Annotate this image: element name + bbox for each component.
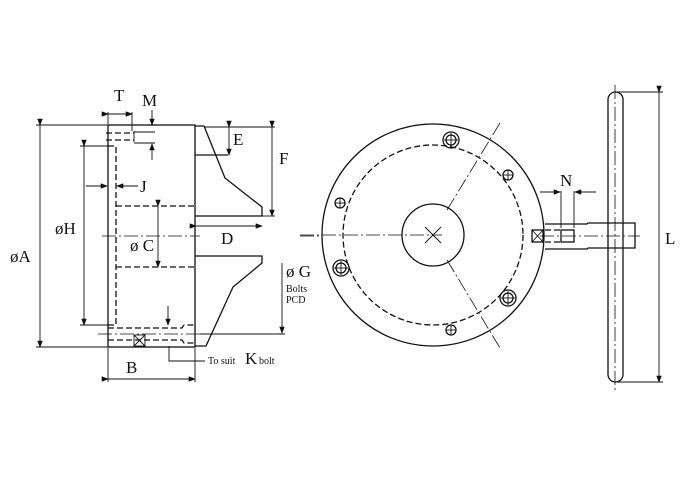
dim-label-C: ø C: [130, 236, 154, 255]
dim-label-L: L: [665, 229, 675, 248]
dim-label-K: K: [245, 349, 258, 368]
bolt-pcd-circle: [342, 144, 524, 326]
dim-label-G-bolts: Bolts: [286, 284, 307, 295]
dim-label-N: N: [560, 171, 572, 190]
dim-label-E: E: [233, 130, 243, 149]
bolt-holes: [332, 131, 517, 336]
input-shaft: [545, 222, 636, 250]
dim-label-D: D: [221, 229, 233, 248]
side-view: T M E F øH J øA ø C D ø G Bolts PCD To s…: [10, 86, 320, 382]
handwheel-rim: [607, 91, 624, 383]
front-view: N L: [300, 85, 675, 390]
bolt-square: [133, 334, 146, 347]
dim-label-M: M: [142, 91, 157, 110]
dim-label-J: J: [140, 177, 147, 196]
dim-label-G: ø G: [286, 262, 311, 281]
dim-label-G-pcd: PCD: [286, 295, 305, 306]
dim-label-K-suffix: bolt: [259, 356, 275, 367]
dim-label-A: øA: [10, 247, 32, 266]
dim-label-K-prefix: To suit: [208, 356, 236, 367]
dim-label-F: F: [279, 149, 288, 168]
dim-label-T: T: [114, 86, 125, 105]
dim-label-H: øH: [55, 219, 76, 238]
dim-label-B: B: [126, 358, 137, 377]
